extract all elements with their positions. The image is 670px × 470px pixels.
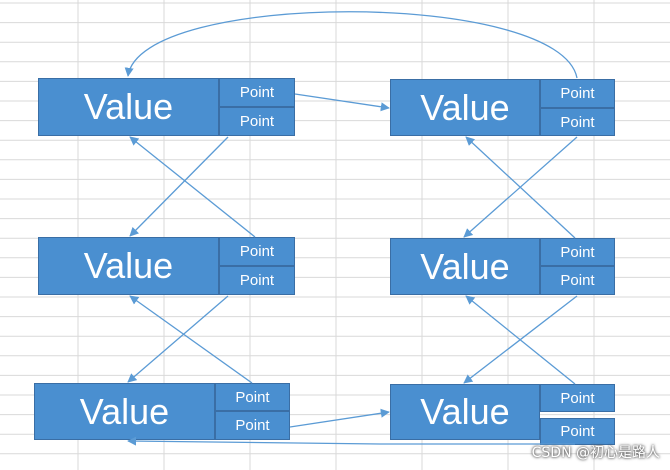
arrow-left2-to-left1: [129, 136, 256, 238]
point-cell-bottom: Point: [540, 418, 615, 445]
point-cell-bottom: Point: [219, 266, 295, 295]
point-cell-bottom: Point: [219, 107, 295, 136]
point-cell-top: Point: [540, 238, 615, 266]
watermark-text: CSDN @初心是路人: [531, 445, 660, 461]
arrow-top-arc: [124, 11, 578, 79]
arrow-right3-to-right2: [465, 295, 576, 385]
value-box: Value: [38, 78, 219, 136]
arrow-right2-to-right1: [465, 136, 576, 239]
point-cell-top: Point: [215, 383, 290, 411]
value-box: Value: [38, 237, 219, 295]
point-cell-bottom: Point: [540, 108, 615, 136]
arrow-left3-to-left2: [129, 295, 253, 384]
arrow-bottom-return: [127, 436, 575, 446]
point-cell-bottom: Point: [215, 411, 290, 440]
point-cell-bottom: Point: [540, 266, 615, 295]
value-box: Value: [390, 384, 540, 440]
arrow-left3-to-right3: [289, 408, 390, 428]
arrow-left1-to-right1: [294, 93, 390, 112]
point-cell-top: Point: [540, 384, 615, 412]
arrow-left1-to-left2: [129, 136, 229, 237]
point-cell-top: Point: [540, 79, 615, 108]
value-box: Value: [34, 383, 215, 440]
point-cell-top: Point: [219, 237, 295, 266]
arrow-left2-to-left3: [127, 295, 229, 383]
point-cell-top: Point: [219, 78, 295, 107]
value-box: Value: [390, 79, 540, 136]
value-box: Value: [390, 238, 540, 295]
